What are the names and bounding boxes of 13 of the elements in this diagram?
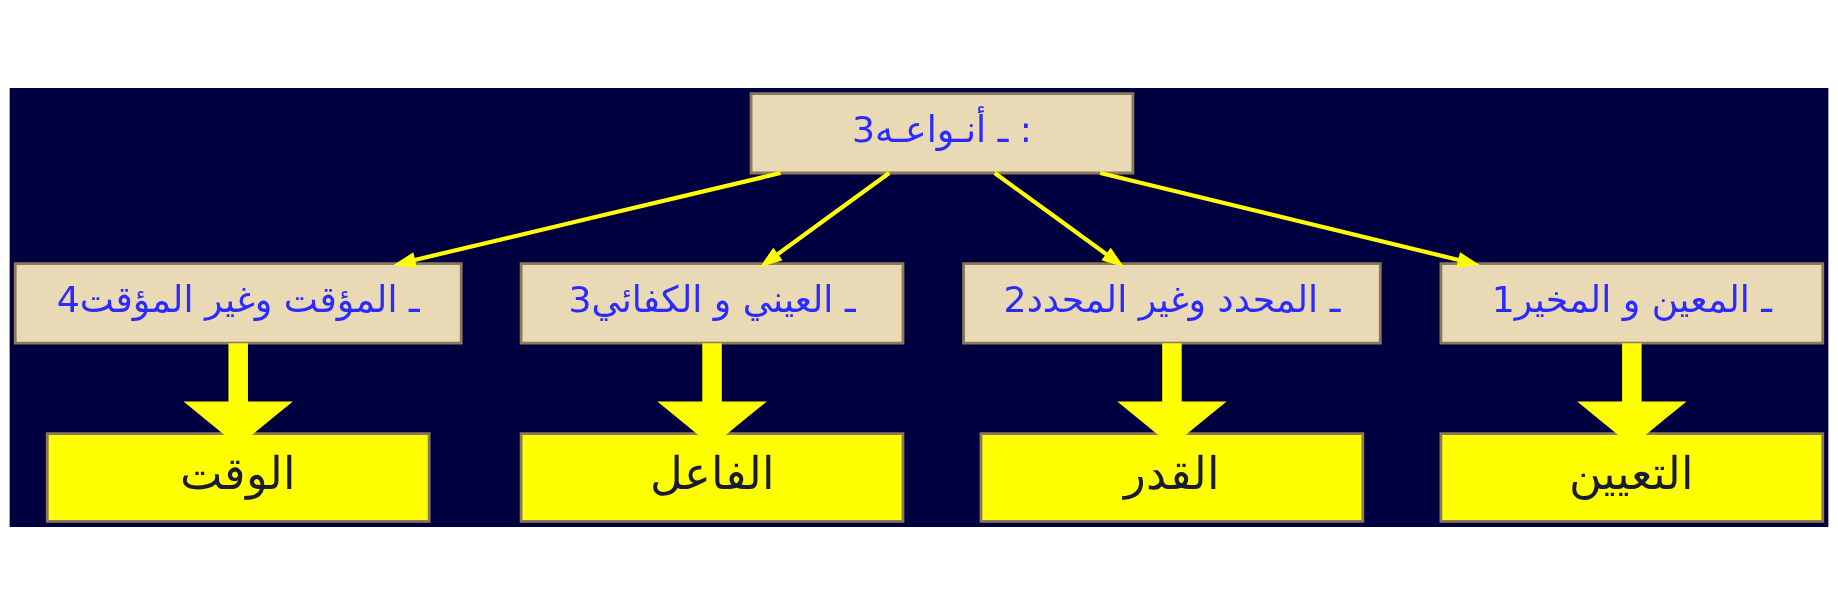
node-box: 3ـ العيني و الكفائي [519,261,905,344]
node-box: الفاعل [519,431,905,523]
node-box: 2ـ المحدد وغير المحدد [962,261,1382,344]
arrow [993,170,1125,267]
node-box: الوقت [45,431,431,523]
node-box: 4ـ المؤقت وغير المؤقت [13,261,463,344]
node-box: القدر [979,431,1365,523]
node-box: 1ـ المعين و المخير [1439,261,1825,344]
arrow [393,170,781,267]
node-box: 3ـ أنـواعـه : [749,91,1135,174]
node-box: التعيين [1439,431,1825,523]
arrow [1099,170,1480,267]
arrow [759,170,891,267]
